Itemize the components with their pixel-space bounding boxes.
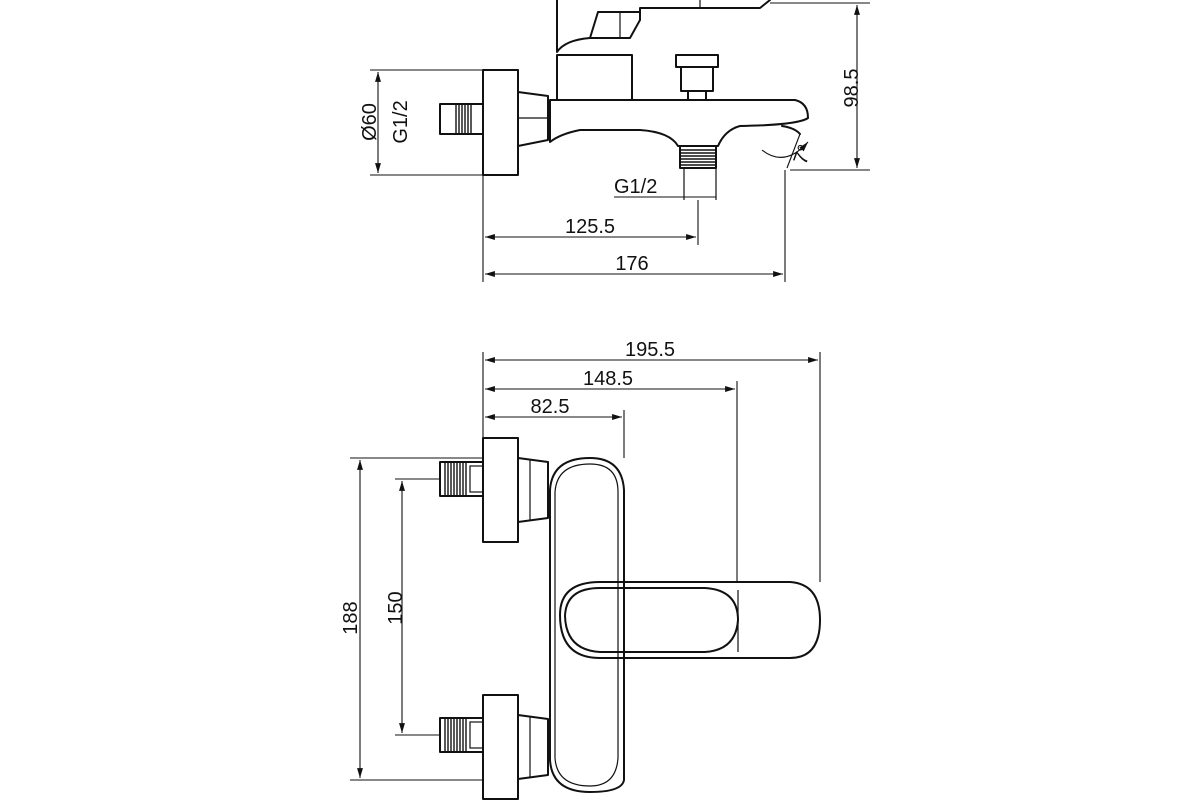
body-reach-label: 82.5 — [531, 396, 570, 418]
faucet-body-plan — [549, 457, 625, 793]
upper-inlet-thread — [439, 461, 484, 497]
total-depth-label: 195.5 — [625, 339, 675, 361]
cartridge-housing — [556, 54, 633, 101]
inlet-spacing-label: 150 — [385, 591, 407, 624]
handle-lever — [556, 0, 771, 53]
outlet-thread-label: G1/2 — [614, 176, 657, 198]
plan-view: 195.5 148.5 82.5 188 150 — [340, 339, 821, 800]
handle-reach-label: 148.5 — [583, 368, 633, 390]
wall-flange — [482, 69, 519, 176]
side-view: 98.5 Ø60 G1/2 7° G1/2 125.5 176 — [359, 0, 870, 282]
spout-length-label: 176 — [615, 253, 648, 275]
spout-angle-label: 7° — [790, 142, 817, 167]
inlet-thread — [439, 103, 484, 135]
height-dim-label: 98.5 — [841, 69, 863, 108]
lower-wall-flange — [482, 694, 519, 800]
overall-width-label: 188 — [340, 601, 362, 634]
lower-inlet-thread — [439, 717, 484, 753]
diameter-dim-label: Ø60 — [359, 103, 381, 141]
outlet-thread — [679, 145, 717, 200]
faucet-body — [549, 99, 809, 147]
outlet-offset-label: 125.5 — [565, 216, 615, 238]
diverter-knob — [675, 54, 719, 101]
handle-plan — [559, 581, 821, 659]
connection-nut — [517, 91, 549, 147]
upper-wall-flange — [482, 437, 519, 543]
inlet-thread-label: G1/2 — [390, 100, 412, 143]
